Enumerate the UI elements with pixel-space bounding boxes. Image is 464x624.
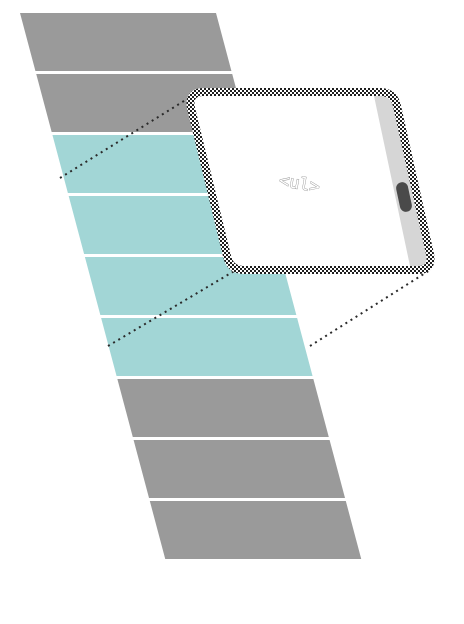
device-screen bbox=[190, 92, 431, 270]
list-rows bbox=[20, 13, 362, 559]
list-item-offscreen bbox=[149, 501, 362, 559]
phone-frame-icon: <ul> bbox=[186, 88, 435, 274]
scrollbar-track bbox=[374, 96, 427, 266]
projection-line-bottom-left bbox=[107, 269, 237, 347]
list-item-offscreen bbox=[117, 379, 329, 437]
list-item-offscreen bbox=[133, 440, 346, 498]
projection-line-bottom-right bbox=[309, 269, 431, 347]
list-item-offscreen bbox=[20, 13, 232, 71]
scrollbar-icon bbox=[396, 182, 412, 212]
device-frame-outline bbox=[186, 88, 435, 274]
projection-line-top-left bbox=[59, 95, 193, 179]
list-item-rendered bbox=[101, 318, 313, 376]
